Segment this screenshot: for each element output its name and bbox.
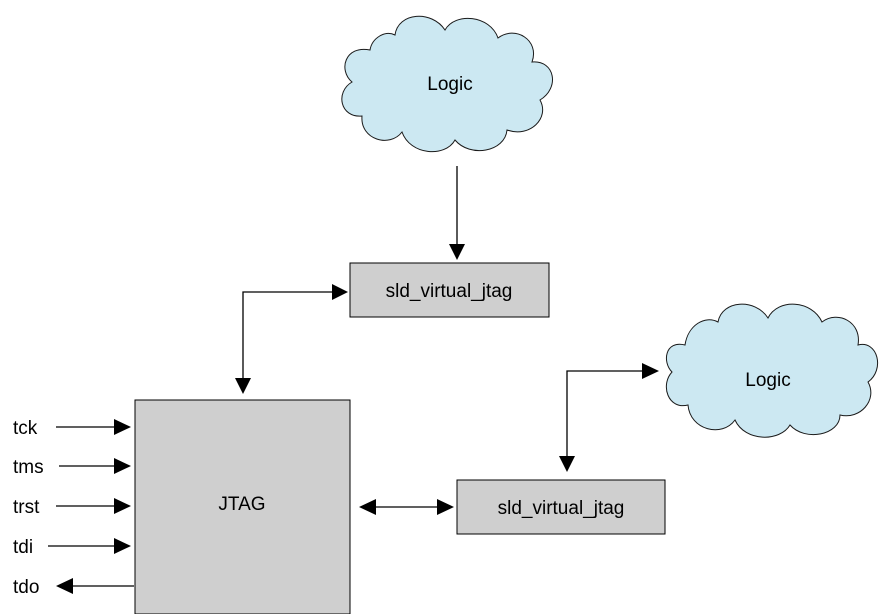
pin-label-tdi: tdi [13, 537, 33, 558]
pin-tdo: tdo [13, 577, 134, 598]
sld-virtual-jtag-box-top: sld_virtual_jtag [349, 262, 550, 318]
sld-virtual-jtag-label-top: sld_virtual_jtag [386, 281, 513, 302]
connector-jtag-to-vjtag-top [235, 284, 348, 394]
pin-trst: trst [13, 497, 131, 518]
pin-label-tdo: tdo [13, 577, 39, 598]
pin-tdi: tdi [13, 537, 131, 558]
pin-label-tck: tck [13, 418, 38, 439]
pin-tms: tms [13, 457, 131, 478]
jtag-label: JTAG [218, 494, 265, 515]
logic-label-right: Logic [745, 370, 790, 391]
pin-tck: tck [13, 418, 131, 439]
connector-vjtag-bottom-to-cloud-right [559, 363, 659, 472]
logic-cloud-top: Logic [341, 15, 553, 153]
pin-label-trst: trst [13, 497, 40, 518]
jtag-box: JTAG [134, 399, 351, 614]
pin-label-tms: tms [13, 457, 44, 478]
logic-label-top: Logic [427, 74, 472, 95]
bidirectional-arrow-jtag-vjtag-bottom [359, 499, 454, 515]
sld-virtual-jtag-box-bottom: sld_virtual_jtag [456, 479, 666, 535]
sld-virtual-jtag-label-bottom: sld_virtual_jtag [498, 498, 625, 519]
logic-cloud-right: Logic [665, 303, 878, 438]
arrow-cloud-to-vjtag-top [449, 166, 465, 260]
